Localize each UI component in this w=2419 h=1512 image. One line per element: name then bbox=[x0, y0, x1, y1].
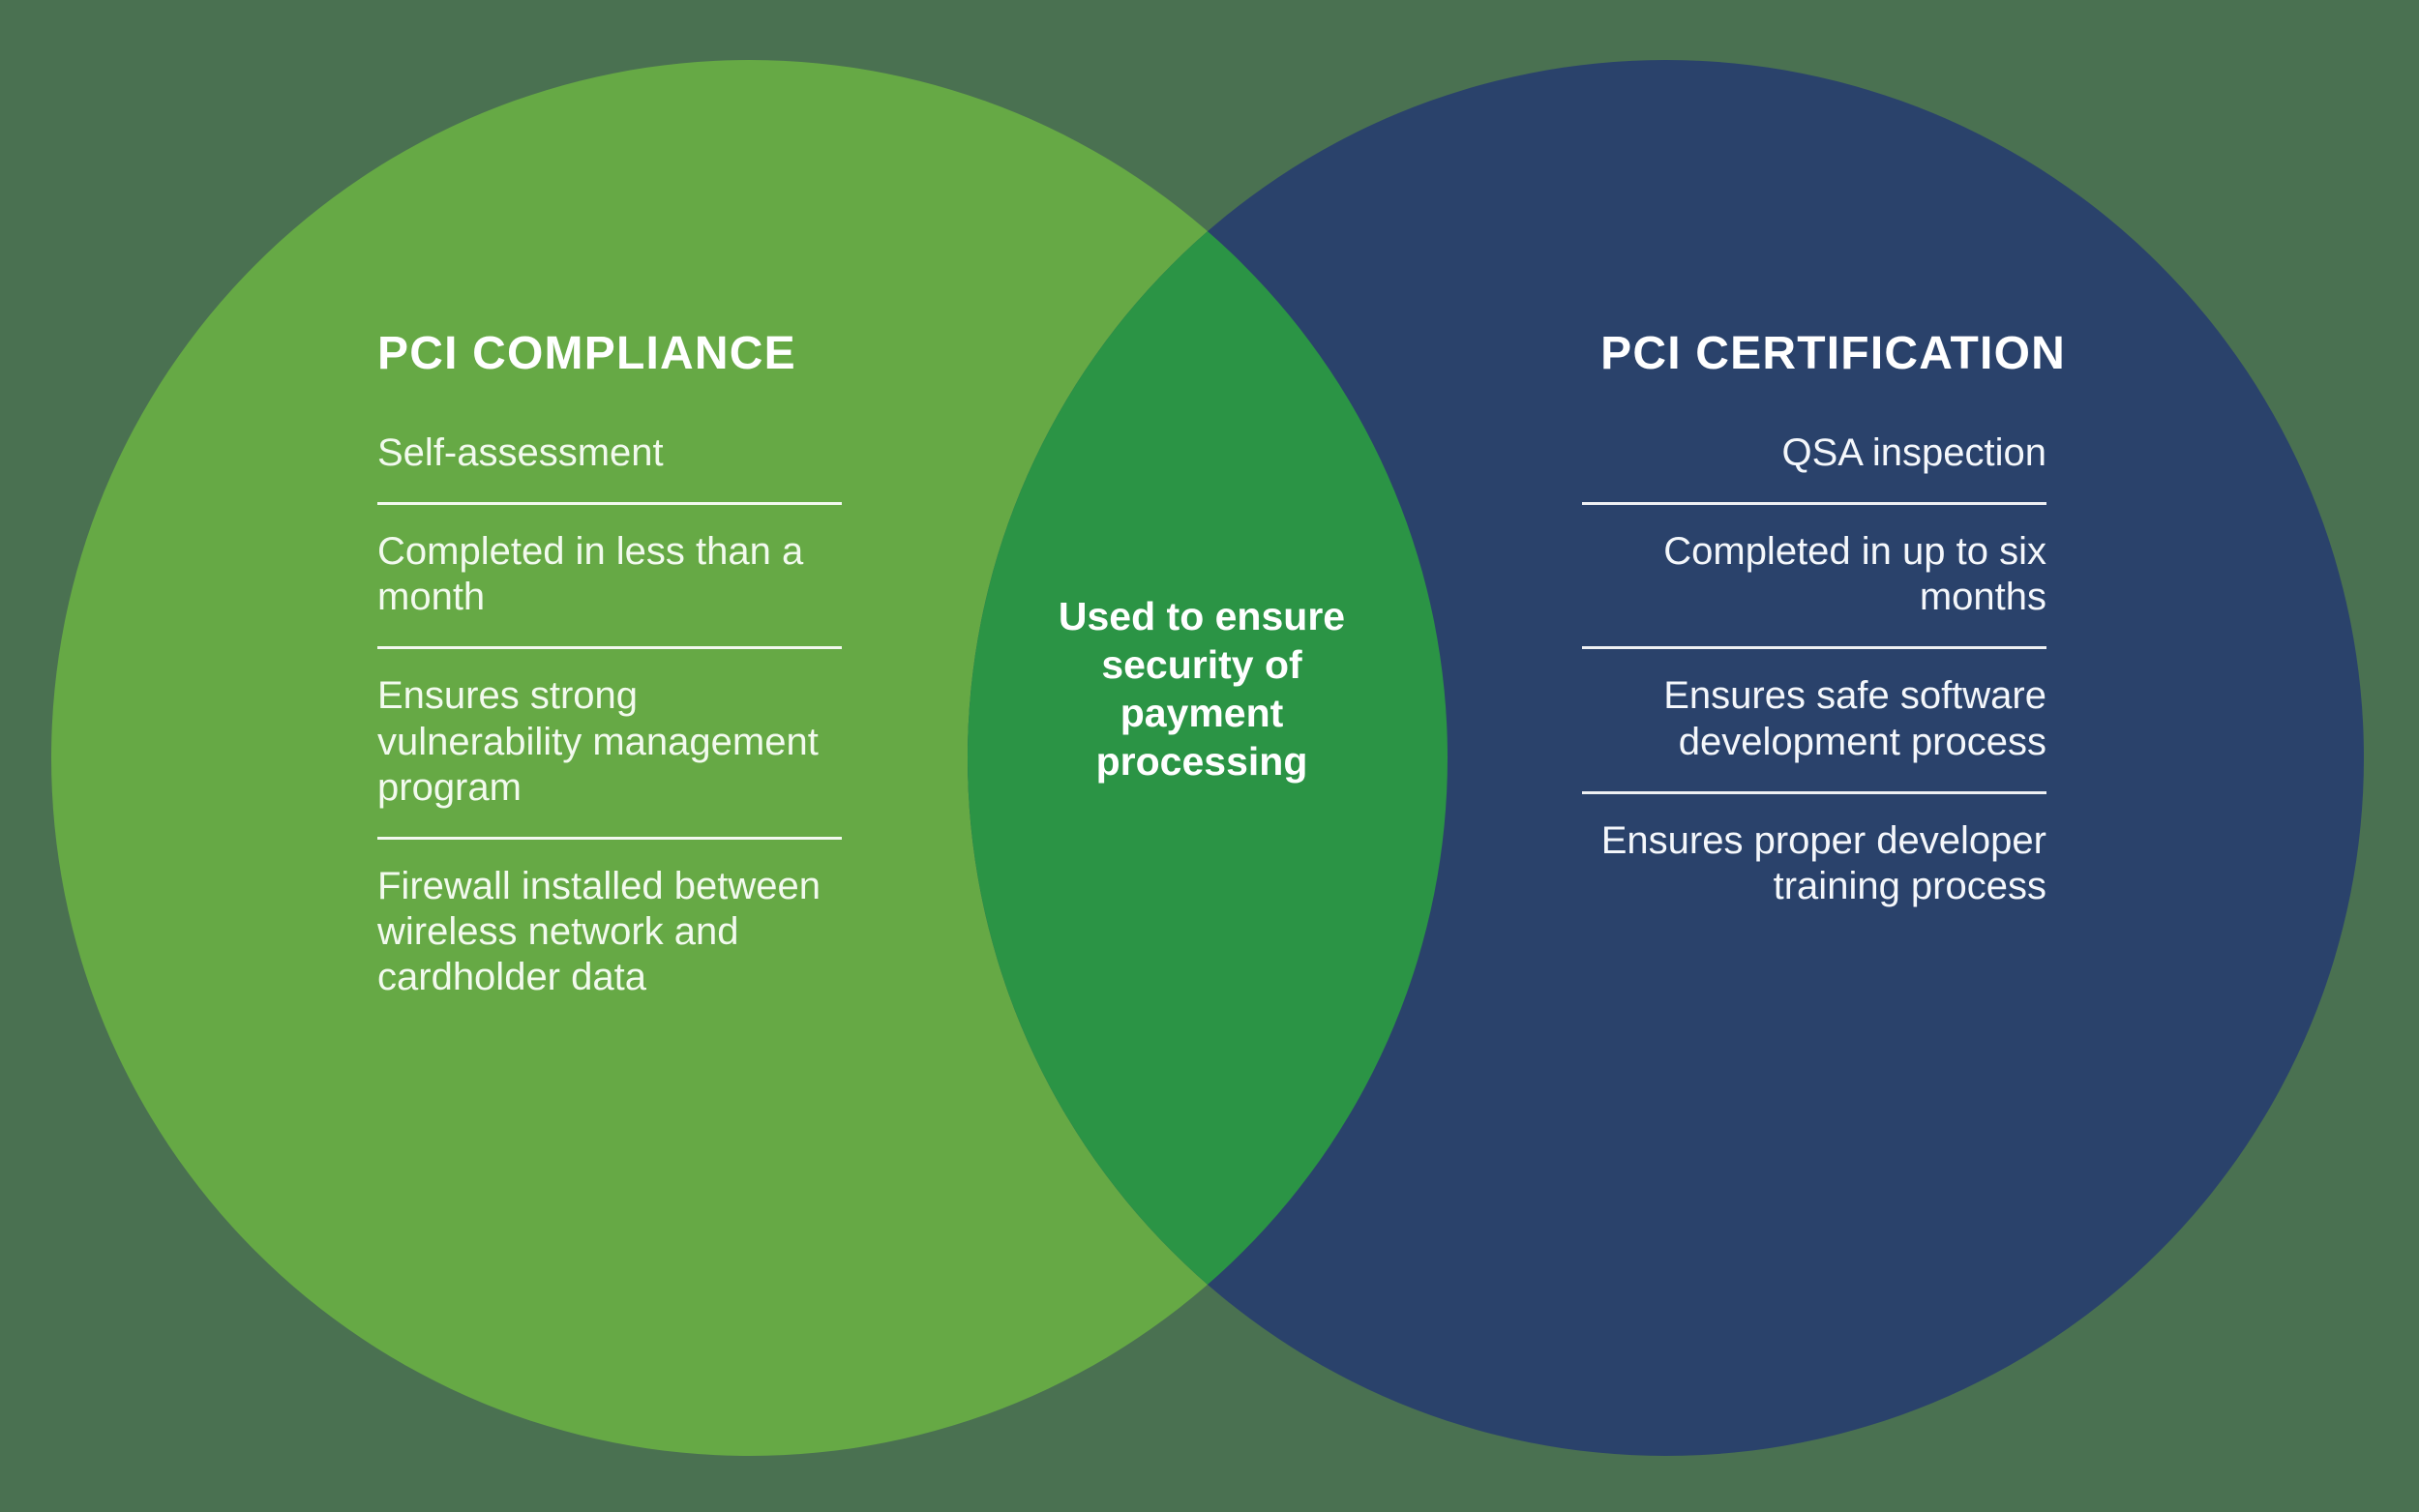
list-divider bbox=[377, 646, 842, 650]
panel-pci-compliance: PCI COMPLIANCE Self-assessment Completed… bbox=[377, 328, 842, 1001]
panel-left-title: PCI COMPLIANCE bbox=[377, 328, 796, 379]
panel-pci-certification: PCI CERTIFICATION QSA inspection Complet… bbox=[1582, 328, 2065, 909]
overlap-text: Used to ensure security of payment proce… bbox=[1058, 594, 1346, 785]
list-item: Completed in up to six months bbox=[1663, 529, 2046, 619]
panel-right-title: PCI CERTIFICATION bbox=[1600, 328, 2066, 379]
list-divider bbox=[377, 836, 842, 840]
list-item: Self-assessment bbox=[377, 430, 664, 474]
list-divider bbox=[1582, 646, 2046, 650]
panel-overlap: Used to ensure security of payment proce… bbox=[1052, 592, 1352, 786]
list-item: Ensures strong vulnerability management … bbox=[377, 674, 819, 809]
list-item: Ensures safe software development proces… bbox=[1663, 674, 2046, 763]
list-divider bbox=[1582, 790, 2046, 794]
list-item: Firewall installed between wireless netw… bbox=[377, 864, 821, 999]
panel-left-item-list: Self-assessment Completed in less than a… bbox=[377, 430, 842, 1001]
list-divider bbox=[377, 501, 842, 505]
panel-right-item-list: QSA inspection Completed in up to six mo… bbox=[1582, 430, 2046, 909]
list-item: Completed in less than a month bbox=[377, 529, 804, 619]
list-item: Ensures proper developer training proces… bbox=[1600, 818, 2046, 907]
list-divider bbox=[1582, 501, 2046, 505]
list-item: QSA inspection bbox=[1781, 430, 2047, 474]
